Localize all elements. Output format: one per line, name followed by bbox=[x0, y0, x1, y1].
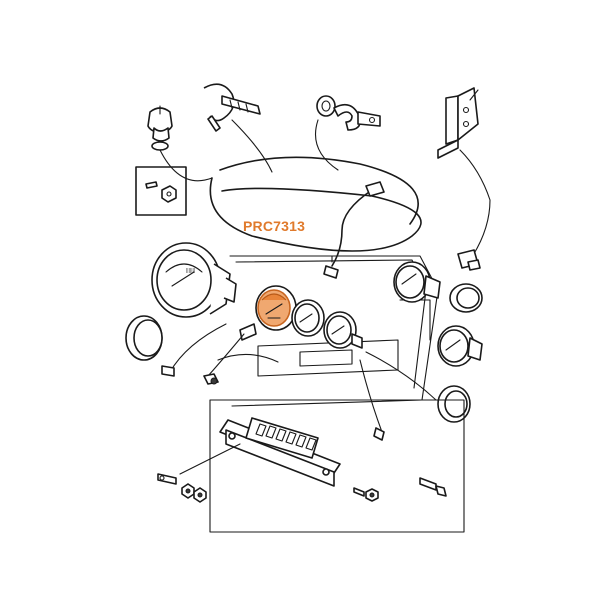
cable-tie bbox=[203, 83, 261, 132]
fasteners bbox=[157, 473, 447, 503]
mounting-bracket bbox=[437, 87, 479, 159]
bulb-holders bbox=[161, 323, 437, 441]
part-number-label: PRC7313 bbox=[243, 218, 306, 234]
small-gauge-cluster bbox=[291, 299, 363, 349]
screw-nut-inset bbox=[135, 166, 187, 216]
warning-light-panel bbox=[179, 399, 465, 533]
right-bezel-ring bbox=[437, 283, 483, 423]
svg-text:|||||||: ||||||| bbox=[186, 268, 195, 274]
leader-lines bbox=[159, 119, 491, 261]
right-gauge-upper bbox=[393, 261, 441, 303]
p-clip bbox=[316, 95, 381, 131]
speedo-cable bbox=[209, 156, 422, 279]
bulb-holder-bracket bbox=[457, 249, 481, 271]
right-gauge-lower bbox=[437, 325, 483, 367]
large-speedometer-gauge: ||||||| bbox=[151, 242, 237, 318]
top-left-clip bbox=[147, 105, 173, 151]
highlighted-gauge bbox=[239, 285, 297, 341]
speedo-bezel-ring bbox=[125, 315, 163, 361]
